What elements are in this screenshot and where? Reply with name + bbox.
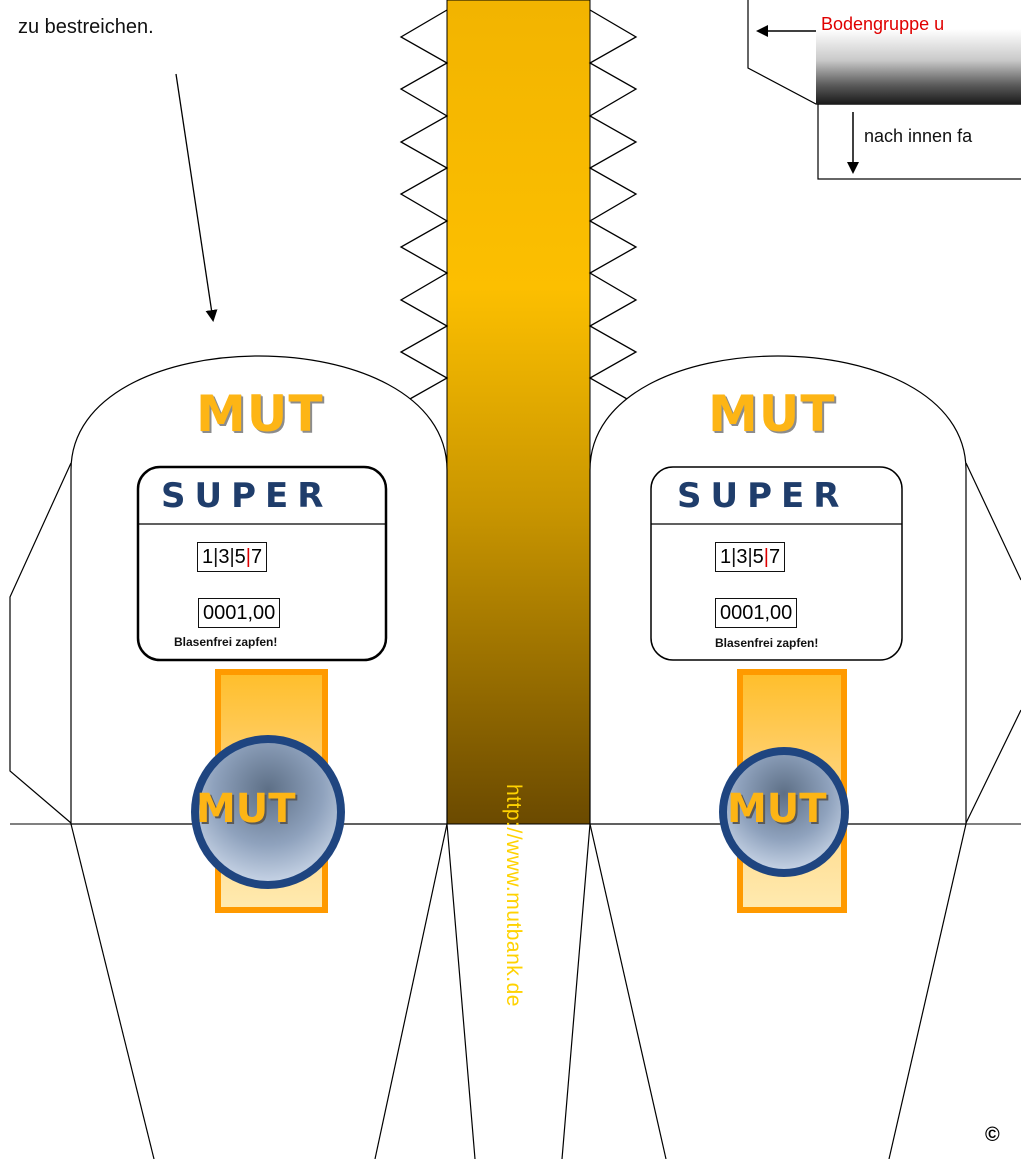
right-side-flap-2	[965, 709, 1021, 824]
right-pump-fuel: SUPER	[677, 476, 849, 516]
right-bottom-flap	[589, 823, 667, 1159]
center-bottom-flap	[446, 823, 476, 1159]
right-counter-digit-2: 3	[736, 546, 748, 568]
right-counter-digit-4: 7	[768, 546, 781, 568]
left-counter-digit-3: 5	[234, 546, 246, 568]
left-side-flap	[9, 462, 72, 824]
left-counter-digit-1: 1	[202, 546, 214, 568]
left-pump-brand: MUT	[196, 385, 324, 443]
floor-group-label: Bodengruppe u	[816, 0, 1021, 104]
left-counter-box: 1|3|5|7	[197, 542, 268, 572]
glue-tabs-left	[399, 9, 449, 405]
right-knob-label: MUT	[727, 786, 827, 832]
center-bottom-flap-2	[561, 823, 591, 1159]
fold-inward-box	[817, 103, 1021, 180]
left-slogan: Blasenfrei zapfen!	[174, 635, 278, 649]
left-bottom-flap-2	[374, 823, 448, 1159]
right-side-flap	[965, 462, 1021, 581]
left-counter-digit-2: 3	[218, 546, 230, 568]
left-knob-label: MUT	[196, 786, 296, 832]
center-strip	[446, 0, 591, 825]
instruction-text-line2: zu bestreichen.	[18, 16, 154, 38]
floor-group-text: Bodengruppe u	[821, 14, 945, 34]
strip-url: http://www.mutbank.de	[502, 784, 525, 1007]
left-counter-digit-4: 7	[250, 546, 263, 568]
copyright-mark: ©	[985, 1124, 1000, 1146]
left-amount-box: 0001,00	[198, 598, 281, 628]
glue-instruction-arrow	[175, 73, 218, 322]
right-counter-box: 1|3|5|7	[715, 542, 786, 572]
left-bottom-flap	[70, 823, 155, 1159]
right-counter-digit-3: 5	[752, 546, 764, 568]
right-knob	[719, 747, 849, 877]
glue-tabs-right	[588, 9, 638, 405]
right-pump-brand: MUT	[708, 385, 836, 443]
left-pump-fuel: SUPER	[161, 476, 333, 516]
right-counter-digit-1: 1	[720, 546, 732, 568]
left-knob	[191, 735, 345, 889]
fold-inward-text: nach innen fa	[864, 126, 973, 146]
right-bottom-flap-2	[888, 823, 967, 1159]
right-slogan: Blasenfrei zapfen!	[715, 636, 819, 650]
right-amount-box: 0001,00	[715, 598, 798, 628]
